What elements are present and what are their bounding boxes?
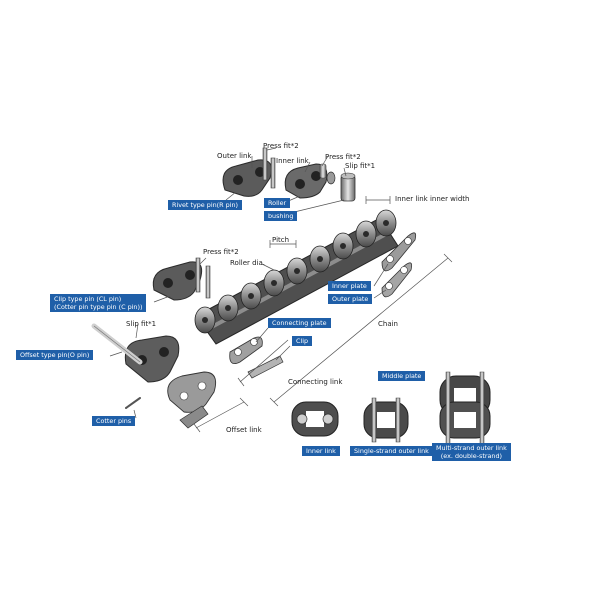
clip-type-pin-tag: Clip type pin (CL pin) (Cotter pin type … [50, 294, 147, 312]
connecting-plate-part [229, 336, 263, 365]
multi-strand-outer-link-tag: Multi-strand outer link (ex. double-stra… [432, 443, 511, 461]
slip-fit-left-label: Slip fit*1 [126, 320, 157, 328]
clip-type-link [152, 257, 211, 301]
connecting-plate-tag: Connecting plate [268, 318, 331, 328]
slip-fit-top-label: Slip fit*1 [345, 162, 376, 170]
multi-strand-line-2: (ex. double-strand) [440, 452, 503, 460]
bushing-tag: bushing [264, 211, 298, 221]
press-fit-mid-label: Press fit*2 [325, 153, 361, 161]
rivet-type-pin-tag: Rivet type pin(R pin) [168, 200, 242, 210]
cotter-pins-tag: Cotter pins [92, 416, 136, 426]
clip-type-pin-line-1: Clip type pin (CL pin) [54, 295, 122, 303]
offset-link-part [91, 323, 217, 429]
pitch-label: Pitch [272, 236, 290, 244]
bushing-roller-part [340, 172, 356, 202]
clip-part [247, 355, 284, 379]
middle-plate-tag: Middle plate [378, 371, 426, 381]
cotter-pin-part [125, 397, 141, 409]
press-fit-left-label: Press fit*2 [203, 248, 239, 256]
chain-label: Chain [378, 320, 398, 328]
single-strand-outer-link-tag: Single-strand outer link [350, 446, 433, 456]
inner-link-top [284, 163, 336, 199]
roller-dia-label: Roller dia. [230, 259, 266, 267]
inner-link-bottom-tag: Inner link [302, 446, 340, 456]
leader-lines [109, 147, 453, 433]
connecting-link-label: Connecting link [288, 378, 343, 386]
multi-strand-outer-link-part [439, 371, 491, 445]
outer-plate-part [381, 262, 413, 298]
clip-tag: Clip [292, 336, 313, 346]
multi-strand-line-1: Multi-strand outer link [436, 444, 507, 452]
roller-tag: Roller [264, 198, 291, 208]
offset-link-label: Offset link [226, 426, 262, 434]
inner-link-top-label: Inner link [276, 157, 309, 165]
inner-plate-tag: Inner plate [328, 281, 371, 291]
clip-type-pin-line-2: (Cotter pin type pin (C pin)) [54, 303, 143, 311]
inner-plate-part [381, 232, 417, 272]
press-fit-top-label: Press fit*2 [263, 142, 299, 150]
single-strand-outer-link-part [363, 397, 409, 443]
outer-plate-tag: Outer plate [328, 294, 373, 304]
inner-link-inner-width-label: Inner link inner width [395, 195, 470, 203]
outer-link-label: Outer link [217, 152, 252, 160]
offset-type-pin-tag: Offset type pin(O pin) [16, 350, 94, 360]
inner-link-bottom-part [291, 401, 339, 437]
outer-link-with-pins [222, 147, 276, 197]
